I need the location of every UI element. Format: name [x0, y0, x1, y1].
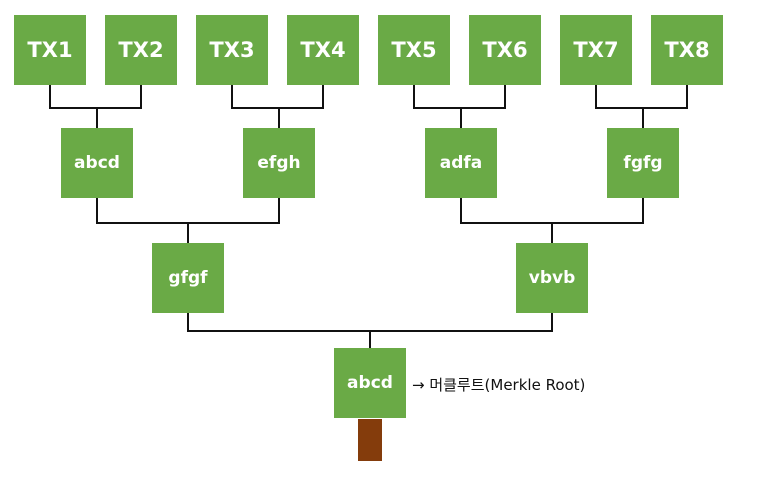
leaf-node-tx3: TX3 [196, 15, 268, 85]
leaf-node-tx7: TX7 [560, 15, 632, 85]
root-node: abcd [334, 348, 406, 418]
hash-node-efgh: efgh [243, 128, 315, 198]
leaf-node-tx4: TX4 [287, 15, 359, 85]
edge-leaves-to-l1-2 [413, 85, 506, 128]
edge-leaves-to-l1-0 [49, 85, 142, 128]
leaf-node-tx2: TX2 [105, 15, 177, 85]
leaf-node-tx6: TX6 [469, 15, 541, 85]
hash-node-adfa: adfa [425, 128, 497, 198]
leaf-node-tx5: TX5 [378, 15, 450, 85]
leaf-node-tx8: TX8 [651, 15, 723, 85]
tree-trunk [358, 419, 382, 461]
leaf-node-tx1: TX1 [14, 15, 86, 85]
edge-l1-to-l2-1 [460, 198, 644, 243]
edge-leaves-to-l1-3 [595, 85, 688, 128]
hash-node-abcd: abcd [61, 128, 133, 198]
edge-l1-to-l2-0 [96, 198, 280, 243]
hash-node-vbvb: vbvb [516, 243, 588, 313]
hash-node-gfgf: gfgf [152, 243, 224, 313]
edge-l2-to-root [187, 313, 553, 348]
root-caption: → 머클루트(Merkle Root) [412, 376, 586, 394]
hash-node-fgfg: fgfg [607, 128, 679, 198]
edge-leaves-to-l1-1 [231, 85, 324, 128]
